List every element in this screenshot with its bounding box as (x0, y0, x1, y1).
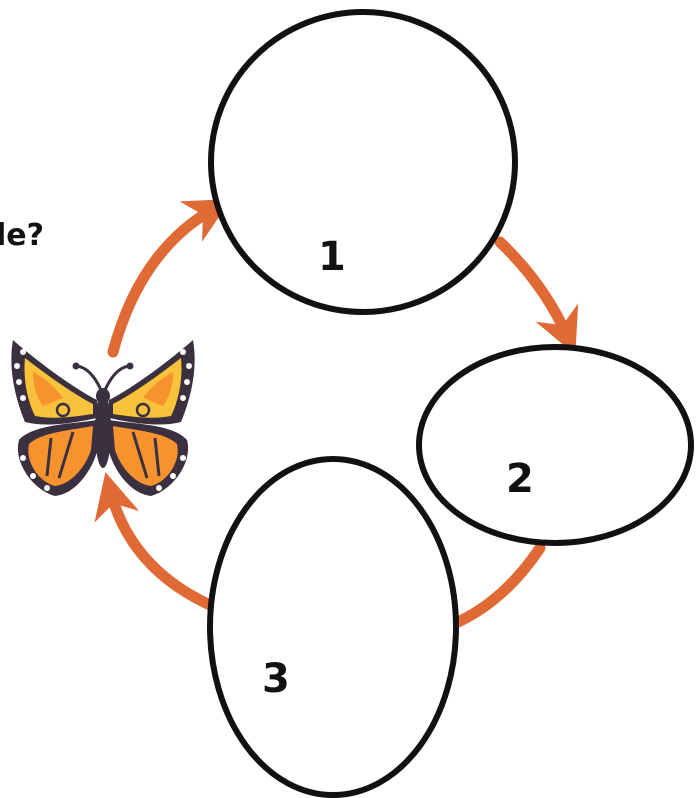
stage-2-number: 2 (506, 456, 534, 502)
stage-1-number: 1 (318, 234, 346, 280)
arrow-butterfly-to-stage-1 (107, 198, 232, 358)
stage-3-number: 3 (262, 656, 290, 702)
butterfly-icon (11, 340, 195, 496)
stage-1-circle (208, 9, 518, 315)
stage-3: 3 (207, 456, 459, 798)
stage-2: 2 (416, 344, 694, 546)
title-fragment: le? (0, 218, 44, 253)
arrow-stage-3-to-butterfly (94, 472, 216, 611)
stage-2-oval (416, 344, 694, 546)
cycle-arrows (94, 198, 579, 628)
arrow-stage-2-to-stage-3 (452, 542, 546, 628)
stage-3-oval (207, 456, 459, 798)
stage-1: 1 (208, 9, 518, 315)
arrow-stage-1-to-stage-2 (494, 236, 579, 355)
